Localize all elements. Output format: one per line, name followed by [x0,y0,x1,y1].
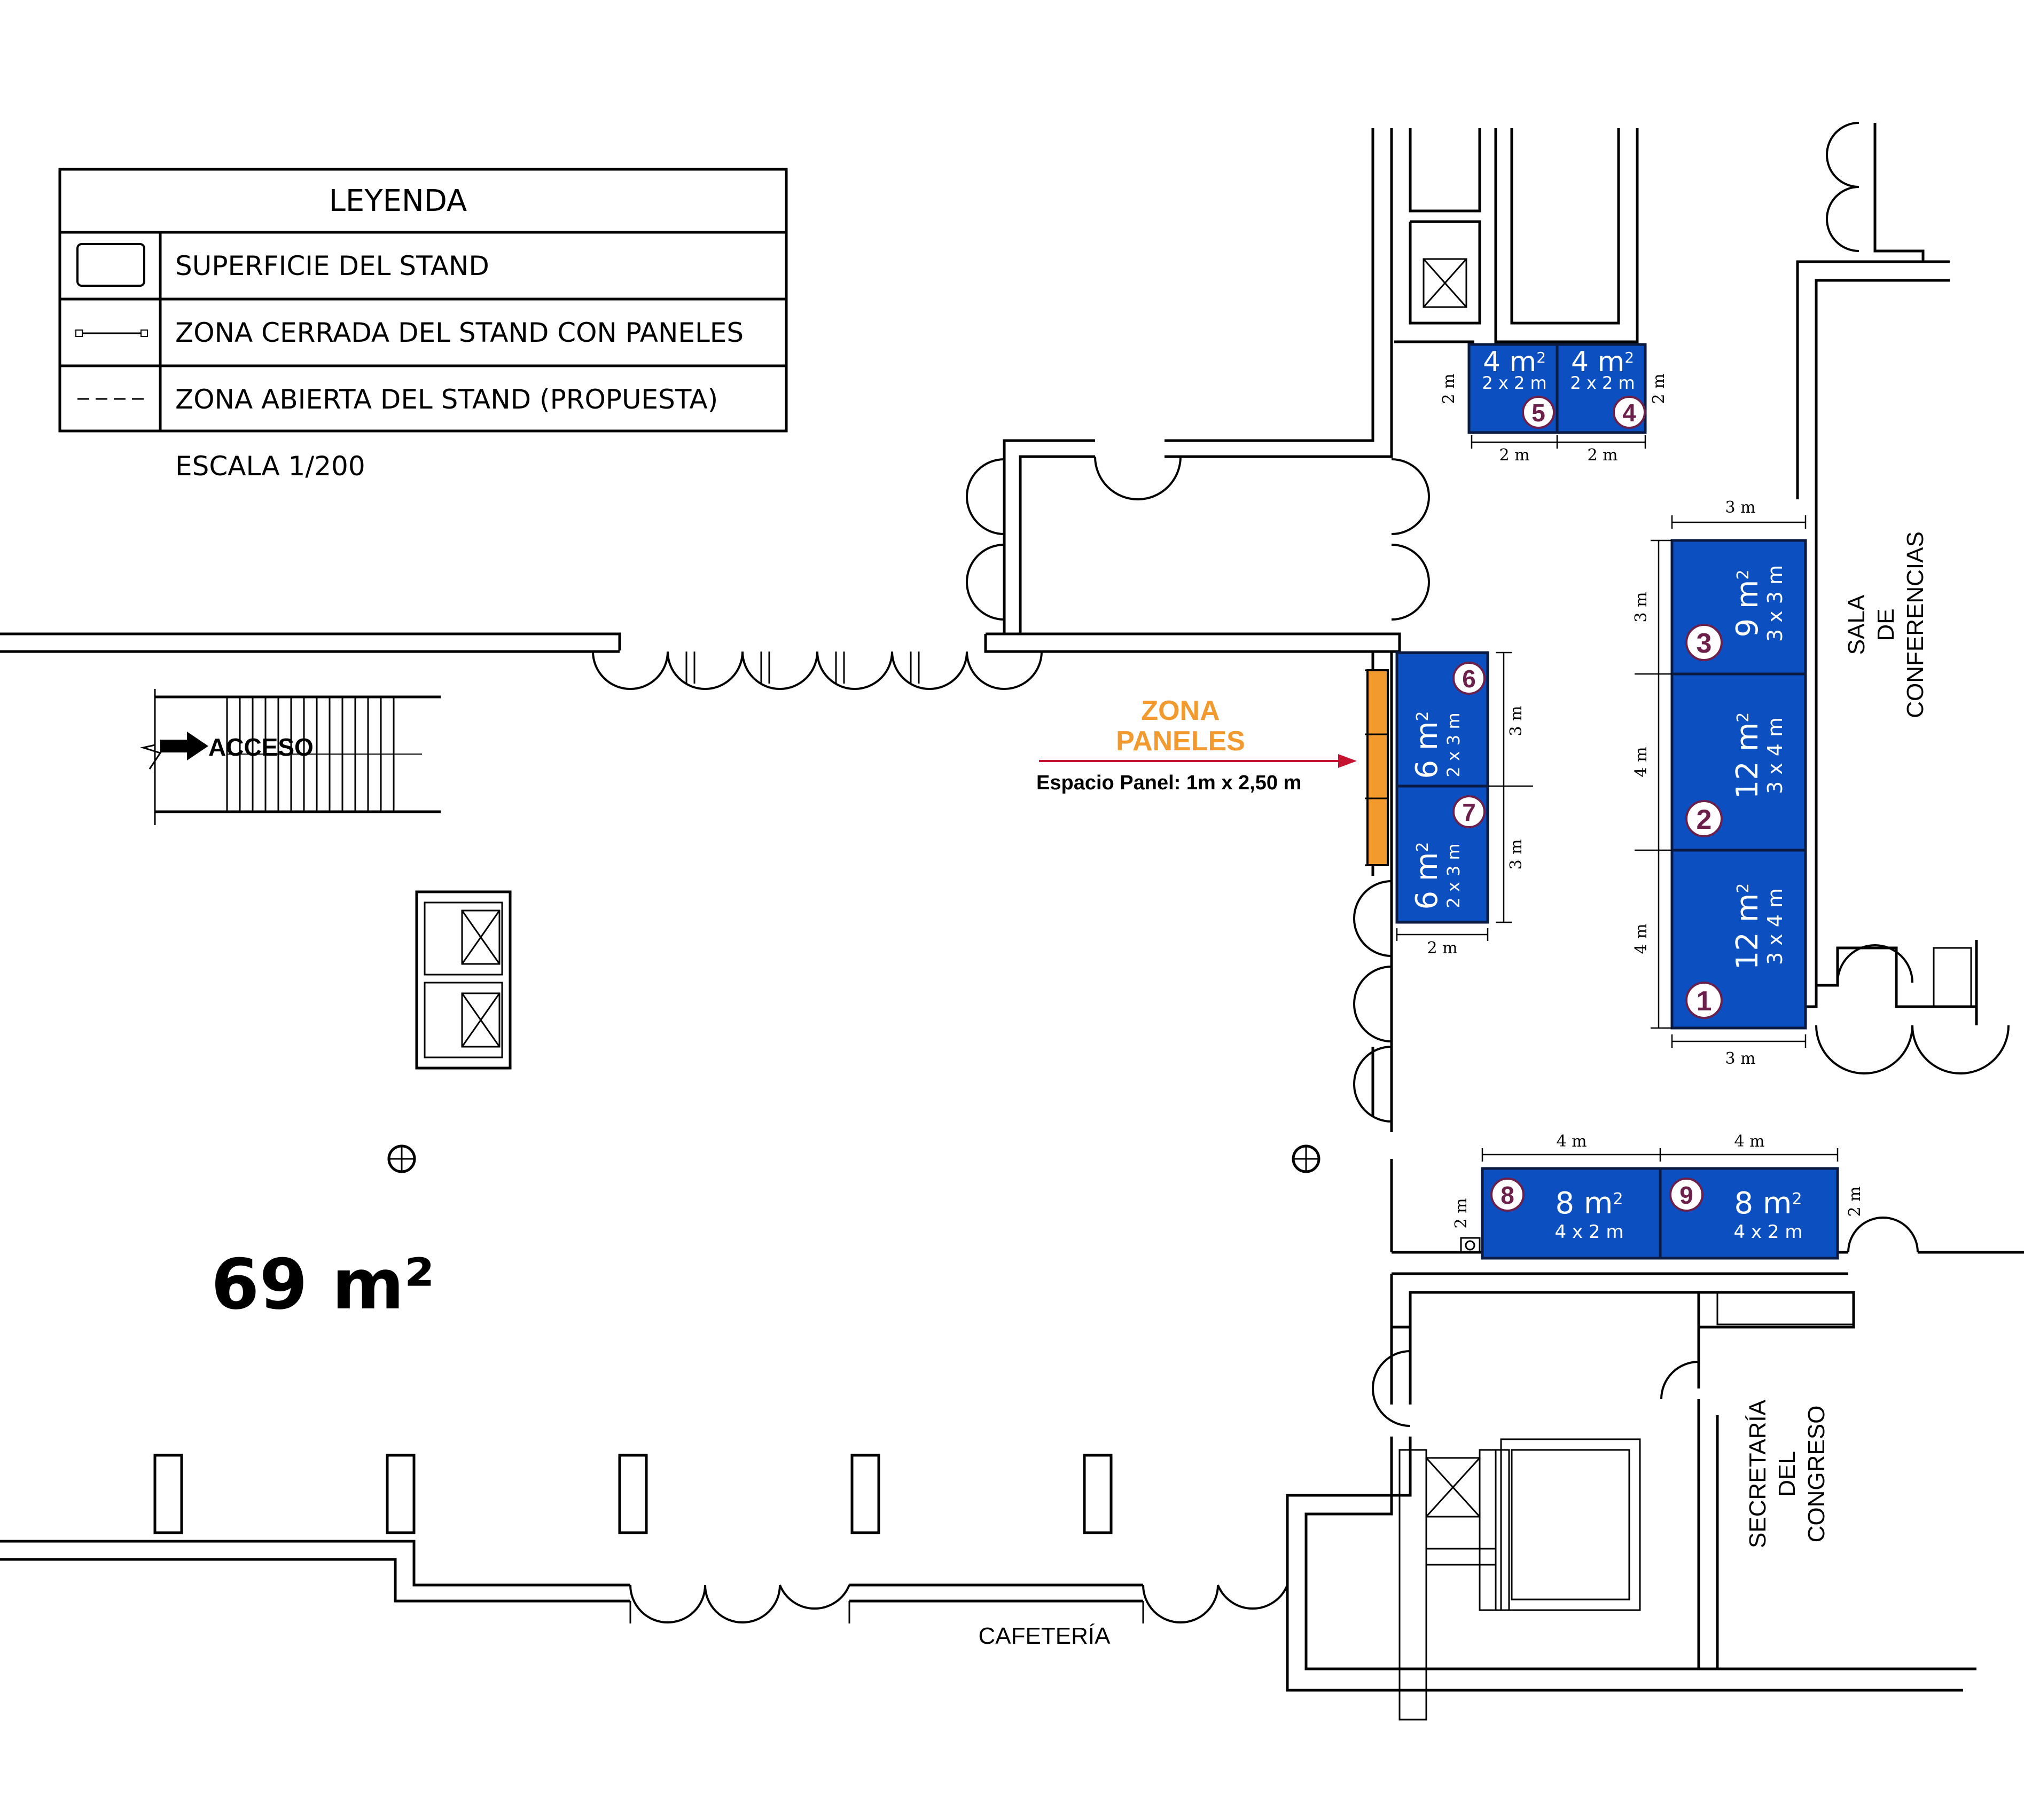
dim-9-height: 2 m [1846,1186,1864,1217]
dim-8-width: 4 m [1556,1132,1587,1151]
dim-4-width: 2 m [1587,446,1617,465]
cafeteria-label: CAFETERÍA [979,1623,1111,1649]
stand-1-area: 12 m2 [1730,883,1765,970]
svg-text:8: 8 [1501,1181,1514,1209]
stand-badge-1: 1 [1685,982,1723,1019]
dim-6-height: 3 m [1507,705,1526,736]
dim-7-height: 3 m [1507,839,1526,869]
svg-text:6: 6 [1462,665,1476,693]
svg-text:4: 4 [1622,399,1636,427]
panel-zone-note: Espacio Panel: 1m x 2,50 m [1036,772,1301,794]
stand-7-area: 6 m2 [1410,842,1444,909]
sala-line-3: CONFERENCIAS [1902,531,1928,718]
stand-badge-6: 6 [1452,662,1486,695]
stand-4-dims: 2 x 2 m [1570,373,1635,393]
dim-3-height: 3 m [1632,592,1651,622]
stands: 4 m2 2 x 2 m 4 m2 2 x 2 m 6 m2 2 x 3 m 6… [1365,343,1839,1260]
closed-panel-symbol [75,330,148,337]
stand-6-area: 6 m2 [1410,711,1444,779]
stand-9-area: 8 m2 [1734,1186,1802,1221]
dim-5-height: 2 m [1440,373,1458,404]
dim-3-width: 3 m [1725,498,1755,517]
dim-5-width: 2 m [1499,446,1529,465]
panel-zone-label: ZONA PANELES Espacio Panel: 1m x 2,50 m [1036,695,1357,794]
stand-badge-3: 3 [1685,624,1723,661]
room-labels: SALA DE CONFERENCIAS SECRETARÍA DEL CONG… [211,531,1928,1649]
legend-item-surface: SUPERFICIE DEL STAND [175,250,489,281]
dim-1-height: 4 m [1632,923,1651,954]
dim-1-width: 3 m [1725,1049,1755,1068]
legend-item-closed: ZONA CERRADA DEL STAND CON PANELES [175,317,744,348]
secretaria-line-2: DEL [1774,1451,1800,1497]
svg-text:5: 5 [1531,399,1545,427]
stand-5-area: 4 m2 [1483,346,1546,378]
panel-arrow-icon [1338,754,1357,768]
stand-badge-9: 9 [1669,1178,1703,1212]
stairs: ACCESO [140,689,441,825]
stand-2-dims: 3 x 4 m [1763,717,1787,794]
legend-scale: ESCALA 1/200 [175,451,365,482]
stand-8-area: 8 m2 [1555,1186,1623,1221]
dim-9-width: 4 m [1734,1132,1764,1151]
stand-8-dims: 4 x 2 m [1555,1221,1624,1243]
stand-9-dims: 4 x 2 m [1734,1221,1803,1243]
stand-badge-4: 4 [1613,396,1646,429]
legend-item-open: ZONA ABIERTA DEL STAND (PROPUESTA) [175,384,718,415]
svg-text:7: 7 [1462,798,1476,826]
dimensions: 2 m 2 m 2 m 2 m 3 m 3 m 2 m 3 m 3 m 3 m … [1396,373,1864,1229]
stand-4-area: 4 m2 [1571,346,1634,378]
stand-3-dims: 3 x 3 m [1763,565,1787,642]
secretaria-line-1: SECRETARÍA [1745,1399,1771,1548]
svg-text:3: 3 [1697,628,1712,659]
stand-3-area: 9 m2 [1730,569,1765,637]
access-arrow-icon [160,732,208,760]
dim-8-height: 2 m [1452,1198,1471,1228]
stand-badge-2: 2 [1685,800,1723,837]
stand-surface-symbol [76,243,145,287]
dim-2-height: 4 m [1632,747,1651,777]
stand-badge-7: 7 [1452,795,1486,828]
panel-zone-title-2: PANELES [1116,726,1245,757]
panel-zone-title-1: ZONA [1141,695,1220,726]
svg-text:9: 9 [1679,1181,1693,1209]
sala-line-1: SALA [1843,594,1870,655]
stand-7-dims: 2 x 3 m [1443,843,1464,908]
stand-badge-8: 8 [1490,1178,1525,1212]
sala-line-2: DE [1873,608,1899,641]
legend-title: LEYENDA [329,184,467,218]
walls [0,122,2024,1721]
stand-5-dims: 2 x 2 m [1482,373,1546,393]
stand-2-area: 12 m2 [1730,712,1765,799]
svg-text:1: 1 [1697,986,1712,1017]
access-label: ACCESO [208,733,314,761]
svg-text:2: 2 [1697,804,1712,835]
stand-1-dims: 3 x 4 m [1763,888,1787,965]
stand-badge-5: 5 [1522,396,1555,429]
secretaria-line-3: CONGRESO [1803,1406,1830,1543]
panel-zone-bar [1366,669,1389,866]
legend: LEYENDA SUPERFICIE DEL STAND ZONA CERRAD… [58,168,788,482]
dim-4-height: 2 m [1650,373,1668,404]
stand-6-dims: 2 x 3 m [1443,712,1464,777]
dim-7-width: 2 m [1427,939,1457,958]
total-area-label: 69 m² [211,1244,435,1325]
